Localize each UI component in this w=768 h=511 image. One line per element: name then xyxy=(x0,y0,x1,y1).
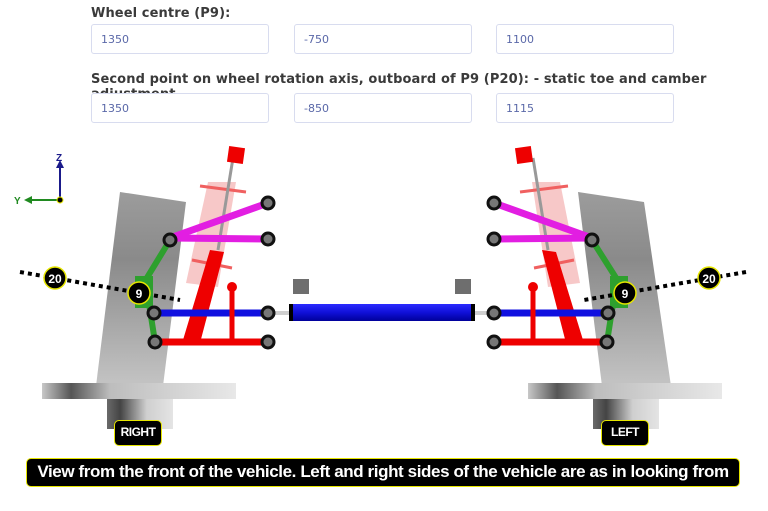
wheel-centre-y-input[interactable] xyxy=(294,24,472,54)
axis-triad: Z Y xyxy=(14,153,64,207)
svg-text:Y: Y xyxy=(14,196,21,207)
wheel-centre-label: Wheel centre (P9): xyxy=(91,6,231,21)
wheel-centre-x-input[interactable] xyxy=(91,24,269,54)
left-side-tag: LEFT xyxy=(601,420,649,446)
right-side-tag: RIGHT xyxy=(114,420,162,446)
view-caption: View from the front of the vehicle. Left… xyxy=(26,458,740,507)
svg-text:20: 20 xyxy=(702,272,716,286)
lower-wishbone xyxy=(151,284,611,346)
damper-right xyxy=(183,145,247,343)
svg-text:9: 9 xyxy=(622,287,629,301)
svg-text:Z: Z xyxy=(56,153,62,164)
joints xyxy=(146,195,616,350)
second-point-z-input[interactable] xyxy=(496,93,674,123)
second-point-x-input[interactable] xyxy=(91,93,269,123)
point-p9-left-marker: 9 xyxy=(613,281,637,305)
second-point-y-input[interactable] xyxy=(294,93,472,123)
point-p20-left-marker: 20 xyxy=(697,266,721,290)
tie-rod xyxy=(148,304,614,321)
upper-wishbone-right xyxy=(166,199,272,243)
point-p20-right-marker: 20 xyxy=(43,266,67,290)
suspension-diagram: Z Y xyxy=(14,145,747,429)
damper-left xyxy=(514,145,583,343)
wheel-centre-z-input[interactable] xyxy=(496,24,674,54)
point-p9-right-marker: 9 xyxy=(127,281,151,305)
svg-text:20: 20 xyxy=(48,272,62,286)
svg-text:9: 9 xyxy=(136,287,143,301)
upper-wishbone-left xyxy=(490,199,596,243)
